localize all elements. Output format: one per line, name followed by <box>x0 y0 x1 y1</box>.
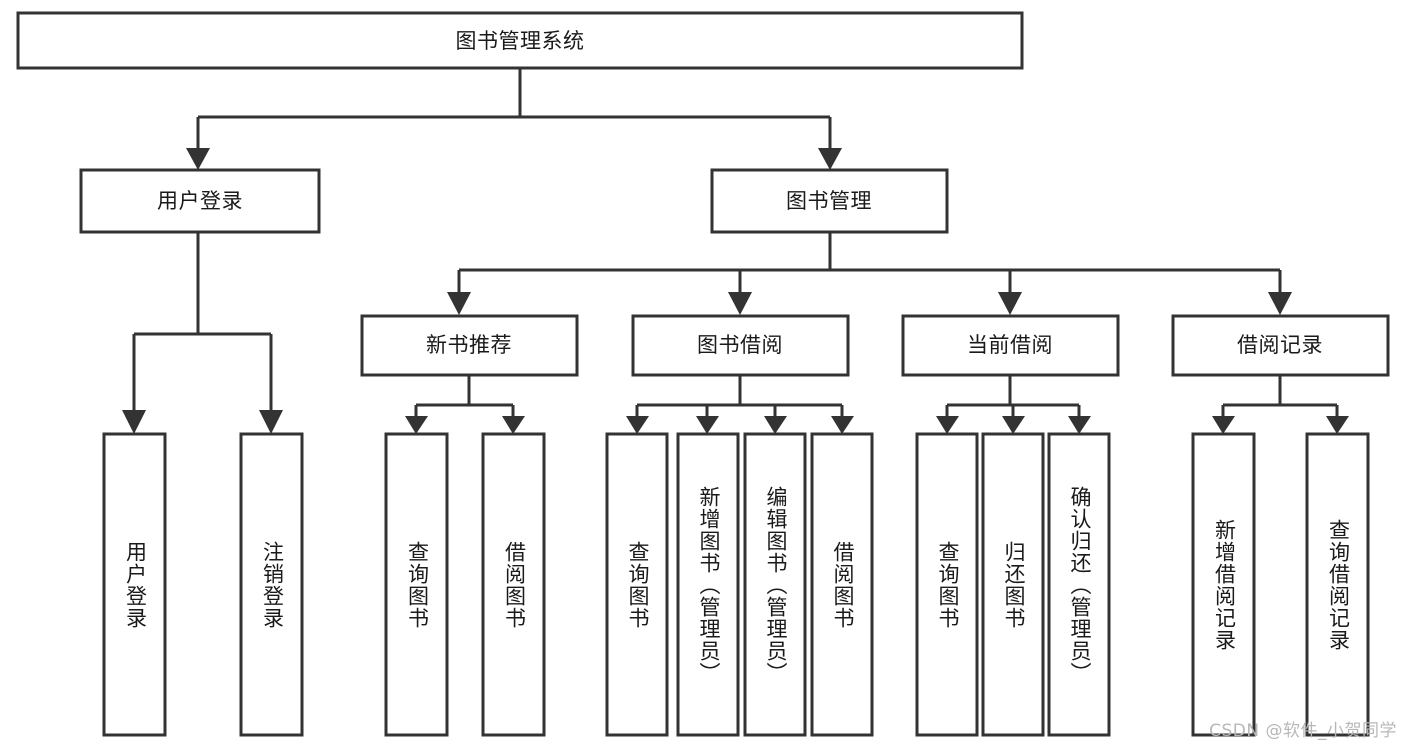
arrow-icon-bb-leaf-3 <box>764 416 787 434</box>
leaf-box-bb-borrow-book[interactable] <box>810 432 874 737</box>
leaf-text-holder-cb-confirm-return: 确认归还（管理员） <box>1067 485 1092 684</box>
arrow-icon-br-leaf-2 <box>1326 416 1349 434</box>
node-box-borrow-record[interactable] <box>1171 314 1390 377</box>
leaf-label-br-query-record: 查询借阅记录 <box>1326 518 1351 651</box>
leaf-node-cb-return-book[interactable]: 归还图书 <box>981 432 1045 737</box>
arrow-icon-cb-leaf-3 <box>1068 416 1091 434</box>
leaf-text-holder-bb-add-book: 新增图书（管理员） <box>696 485 721 684</box>
leaf-text-holder-nb-query-book: 查询图书 <box>405 540 430 629</box>
leaf-box-nb-query-book[interactable] <box>384 432 449 737</box>
arrow-icon-nb-leaf-2 <box>502 416 525 434</box>
arrow-icon-leaf-logout <box>259 410 283 434</box>
leaf-box-br-add-record[interactable] <box>1191 432 1256 737</box>
node-label-current-borrow: 当前借阅 <box>967 333 1053 357</box>
leaf-label-bb-query-book: 查询图书 <box>625 540 650 629</box>
leaf-text-holder-cb-query-book: 查询图书 <box>935 540 960 629</box>
arrow-icon-br-leaf-1 <box>1212 416 1235 434</box>
arrow-icon-new-book <box>447 292 471 315</box>
arrow-icon-cb-leaf-2 <box>1002 416 1025 434</box>
leaf-text-holder-logout: 注销登录 <box>260 540 285 629</box>
arrowhead-layer <box>122 148 1349 434</box>
node-box-root[interactable] <box>16 11 1024 70</box>
node-label-book-borrow: 图书借阅 <box>697 333 783 357</box>
arrow-icon-user-login <box>186 148 210 170</box>
leaf-node-bb-add-book[interactable]: 新增图书（管理员） <box>676 432 740 737</box>
node-label-book-manage: 图书管理 <box>786 189 872 213</box>
arrow-icon-leaf-user-login <box>122 410 146 434</box>
node-label-user-login: 用户登录 <box>157 189 243 213</box>
leaf-box-cb-confirm-return[interactable] <box>1047 432 1111 737</box>
node-box-book-borrow[interactable] <box>631 314 850 377</box>
csdn-watermark: CSDN @软件_小贺同学 <box>1209 721 1397 741</box>
leaf-box-cb-return-book[interactable] <box>981 432 1045 737</box>
leaf-text-holder-bb-query-book: 查询图书 <box>625 540 650 629</box>
leaf-text-holder-br-query-record: 查询借阅记录 <box>1326 518 1351 651</box>
leaf-node-nb-borrow-book[interactable]: 借阅图书 <box>481 432 546 737</box>
leaf-node-nb-query-book[interactable]: 查询图书 <box>384 432 449 737</box>
leaf-label-nb-borrow-book: 借阅图书 <box>502 540 527 629</box>
leaf-text-holder-bb-edit-book: 编辑图书（管理员） <box>763 485 788 684</box>
leaf-label-bb-borrow-book: 借阅图书 <box>830 540 855 629</box>
leaf-box-nb-borrow-book[interactable] <box>481 432 546 737</box>
leaf-label-br-add-record: 新增借阅记录 <box>1212 518 1237 651</box>
arrow-icon-nb-leaf-1 <box>405 416 428 434</box>
leaf-label-user-login: 用户登录 <box>123 540 148 629</box>
leaf-text-holder-nb-borrow-book: 借阅图书 <box>502 540 527 629</box>
leaf-box-bb-query-book[interactable] <box>605 432 669 737</box>
leaf-box-logout[interactable] <box>239 432 304 737</box>
node-label-borrow-record: 借阅记录 <box>1237 333 1323 357</box>
arrow-icon-bb-leaf-1 <box>626 416 649 434</box>
node-root-system[interactable]: 图书管理系统 <box>16 11 1024 70</box>
node-box-current-borrow[interactable] <box>901 314 1120 377</box>
leaf-text-holder-cb-return-book: 归还图书 <box>1001 540 1026 629</box>
leaf-node-logout[interactable]: 注销登录 <box>239 432 304 737</box>
leaf-label-logout: 注销登录 <box>260 540 285 629</box>
leaf-node-bb-query-book[interactable]: 查询图书 <box>605 432 669 737</box>
leaf-box-cb-query-book[interactable] <box>915 432 979 737</box>
node-label-new-book-recommend: 新书推荐 <box>426 333 512 357</box>
node-book-manage[interactable]: 图书管理 <box>710 168 949 234</box>
leaf-label-bb-edit-book: 编辑图书（管理员） <box>763 485 788 684</box>
node-user-login[interactable]: 用户登录 <box>79 168 321 234</box>
arrow-icon-bb-leaf-4 <box>831 416 854 434</box>
leaf-text-holder-br-add-record: 新增借阅记录 <box>1212 518 1237 651</box>
leaf-label-cb-confirm-return: 确认归还（管理员） <box>1067 485 1092 684</box>
node-box-new-book-recommend[interactable] <box>360 314 579 377</box>
arrow-icon-book-manage <box>818 148 842 170</box>
node-book-borrow[interactable]: 图书借阅 <box>631 314 850 377</box>
node-new-book-recommend[interactable]: 新书推荐 <box>360 314 579 377</box>
arrow-icon-borrow-record <box>1268 292 1292 315</box>
node-box-book-manage[interactable] <box>710 168 949 234</box>
leaf-node-user-login[interactable]: 用户登录 <box>102 432 167 737</box>
node-box-user-login[interactable] <box>79 168 321 234</box>
leaf-node-cb-query-book[interactable]: 查询图书 <box>915 432 979 737</box>
arrow-icon-cb-leaf-1 <box>936 416 959 434</box>
leaf-node-br-add-record[interactable]: 新增借阅记录 <box>1191 432 1256 737</box>
node-borrow-record[interactable]: 借阅记录 <box>1171 314 1390 377</box>
leaf-node-br-query-record[interactable]: 查询借阅记录 <box>1305 432 1370 737</box>
leaf-label-nb-query-book: 查询图书 <box>405 540 430 629</box>
arrow-icon-book-borrow <box>728 292 752 315</box>
leaf-text-holder-bb-borrow-book: 借阅图书 <box>830 540 855 629</box>
node-current-borrow[interactable]: 当前借阅 <box>901 314 1120 377</box>
arrow-icon-bb-leaf-2 <box>696 416 719 434</box>
leaf-label-bb-add-book: 新增图书（管理员） <box>696 485 721 684</box>
leaf-node-bb-edit-book[interactable]: 编辑图书（管理员） <box>743 432 807 737</box>
leaf-box-bb-edit-book[interactable] <box>743 432 807 737</box>
leaf-box-br-query-record[interactable] <box>1305 432 1370 737</box>
leaf-node-bb-borrow-book[interactable]: 借阅图书 <box>810 432 874 737</box>
leaf-node-cb-confirm-return[interactable]: 确认归还（管理员） <box>1047 432 1111 737</box>
leaf-label-cb-query-book: 查询图书 <box>935 540 960 629</box>
leaf-text-holder-user-login: 用户登录 <box>123 540 148 629</box>
leaf-box-bb-add-book[interactable] <box>676 432 740 737</box>
node-label-root: 图书管理系统 <box>456 29 585 53</box>
leaf-label-cb-return-book: 归还图书 <box>1001 540 1026 629</box>
arrow-icon-current-borrow <box>998 292 1022 315</box>
leaf-box-user-login[interactable] <box>102 432 167 737</box>
